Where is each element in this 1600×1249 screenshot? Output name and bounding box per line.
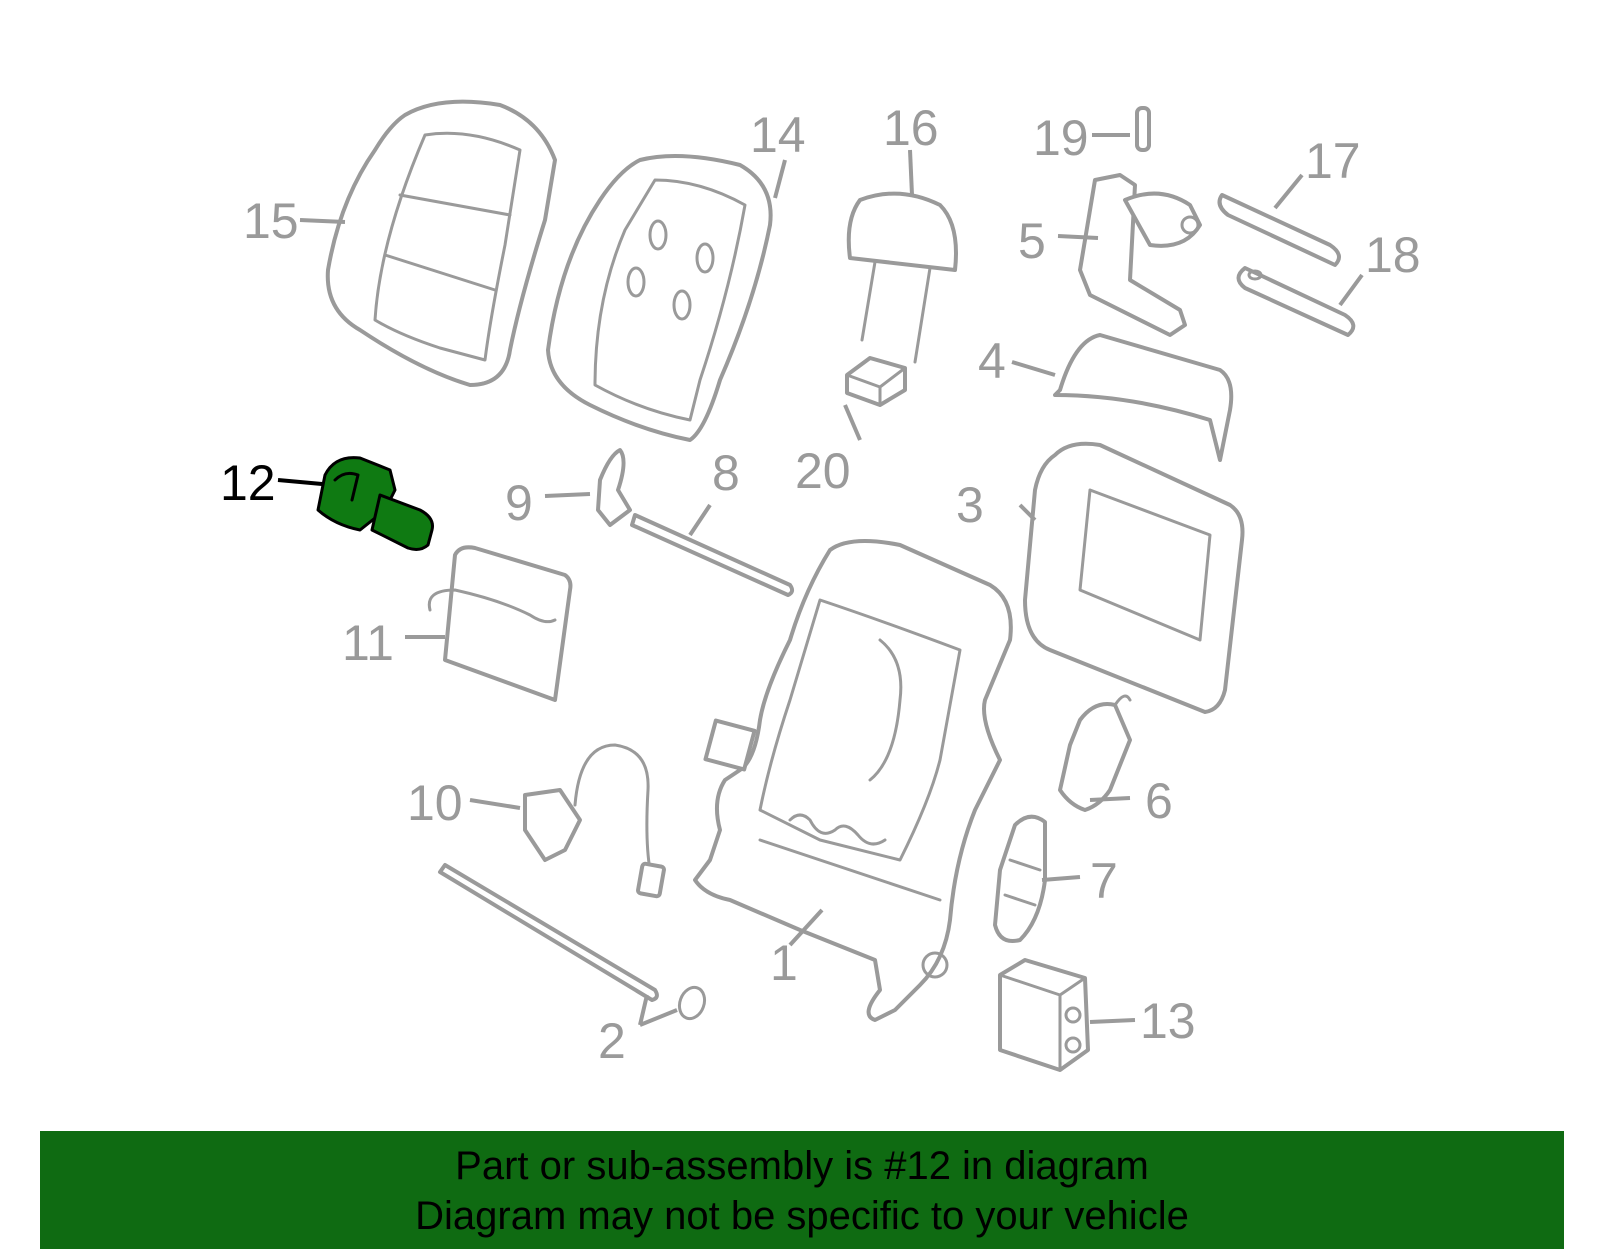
callout-4: 4 (978, 333, 1006, 389)
callout-9: 9 (505, 475, 533, 531)
callout-8: 8 (712, 445, 740, 501)
part-15-seatback-cover (325, 99, 557, 387)
part-3-seatback-panel (1023, 441, 1245, 714)
part-17-strap (1217, 193, 1341, 267)
part-5-motor-bracket (1078, 173, 1202, 337)
part-19-pin (1135, 106, 1151, 152)
callout-7: 7 (1090, 853, 1118, 909)
part-7-motor (993, 814, 1047, 943)
callout-11: 11 (342, 615, 394, 671)
part-8-rod (630, 513, 795, 597)
callout-2: 2 (598, 1013, 626, 1069)
callout-labels: 15 14 16 19 5 17 18 4 3 20 9 8 11 10 2 1… (220, 100, 1421, 1069)
part-1-seat-frame (693, 539, 1013, 1022)
part-13-module (998, 958, 1090, 1072)
callout-15: 15 (243, 193, 299, 249)
part-2-rod (438, 863, 707, 1021)
leader-lines (277, 133, 1364, 1027)
callout-3: 3 (956, 477, 984, 533)
callout-10: 10 (407, 775, 463, 831)
banner-line-1: Part or sub-assembly is #12 in diagram (455, 1144, 1149, 1188)
callout-5: 5 (1018, 213, 1046, 269)
callout-16: 16 (883, 100, 939, 156)
part-10-cable (523, 743, 666, 899)
callout-1: 1 (770, 935, 798, 991)
part-18-strap (1236, 266, 1356, 337)
callout-19: 19 (1033, 110, 1089, 166)
callout-6: 6 (1145, 773, 1173, 829)
part-4-panel (1053, 333, 1234, 462)
part-9-handle (596, 448, 632, 527)
part-12-highlighted (316, 456, 434, 551)
callout-13: 13 (1140, 993, 1196, 1049)
callout-12: 12 (220, 455, 276, 511)
part-6-motor (1058, 694, 1132, 812)
part-16-headrest (846, 191, 958, 364)
part-11-pocket (427, 545, 573, 702)
callout-20: 20 (795, 443, 851, 499)
callout-18: 18 (1365, 227, 1421, 283)
banner-line-2: Diagram may not be specific to your vehi… (415, 1194, 1189, 1238)
callout-14: 14 (750, 107, 806, 163)
callout-17: 17 (1305, 133, 1361, 189)
part-20-block (845, 356, 907, 407)
info-banner: Part or sub-assembly is #12 in diagram D… (40, 1131, 1564, 1249)
part-14-seatback-foam (546, 154, 773, 442)
